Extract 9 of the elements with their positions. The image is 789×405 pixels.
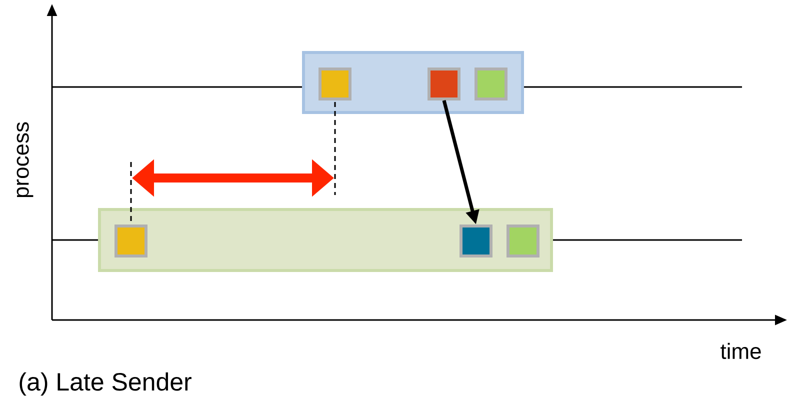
event-square [474, 68, 508, 100]
event-square [506, 224, 540, 258]
event-square [114, 224, 148, 258]
event-square [318, 68, 352, 100]
caption: (a) Late Sender [20, 372, 192, 396]
event-square [460, 224, 492, 258]
event-square [428, 68, 460, 100]
axis-label: process [16, 122, 34, 198]
axis-label: time [720, 342, 761, 360]
